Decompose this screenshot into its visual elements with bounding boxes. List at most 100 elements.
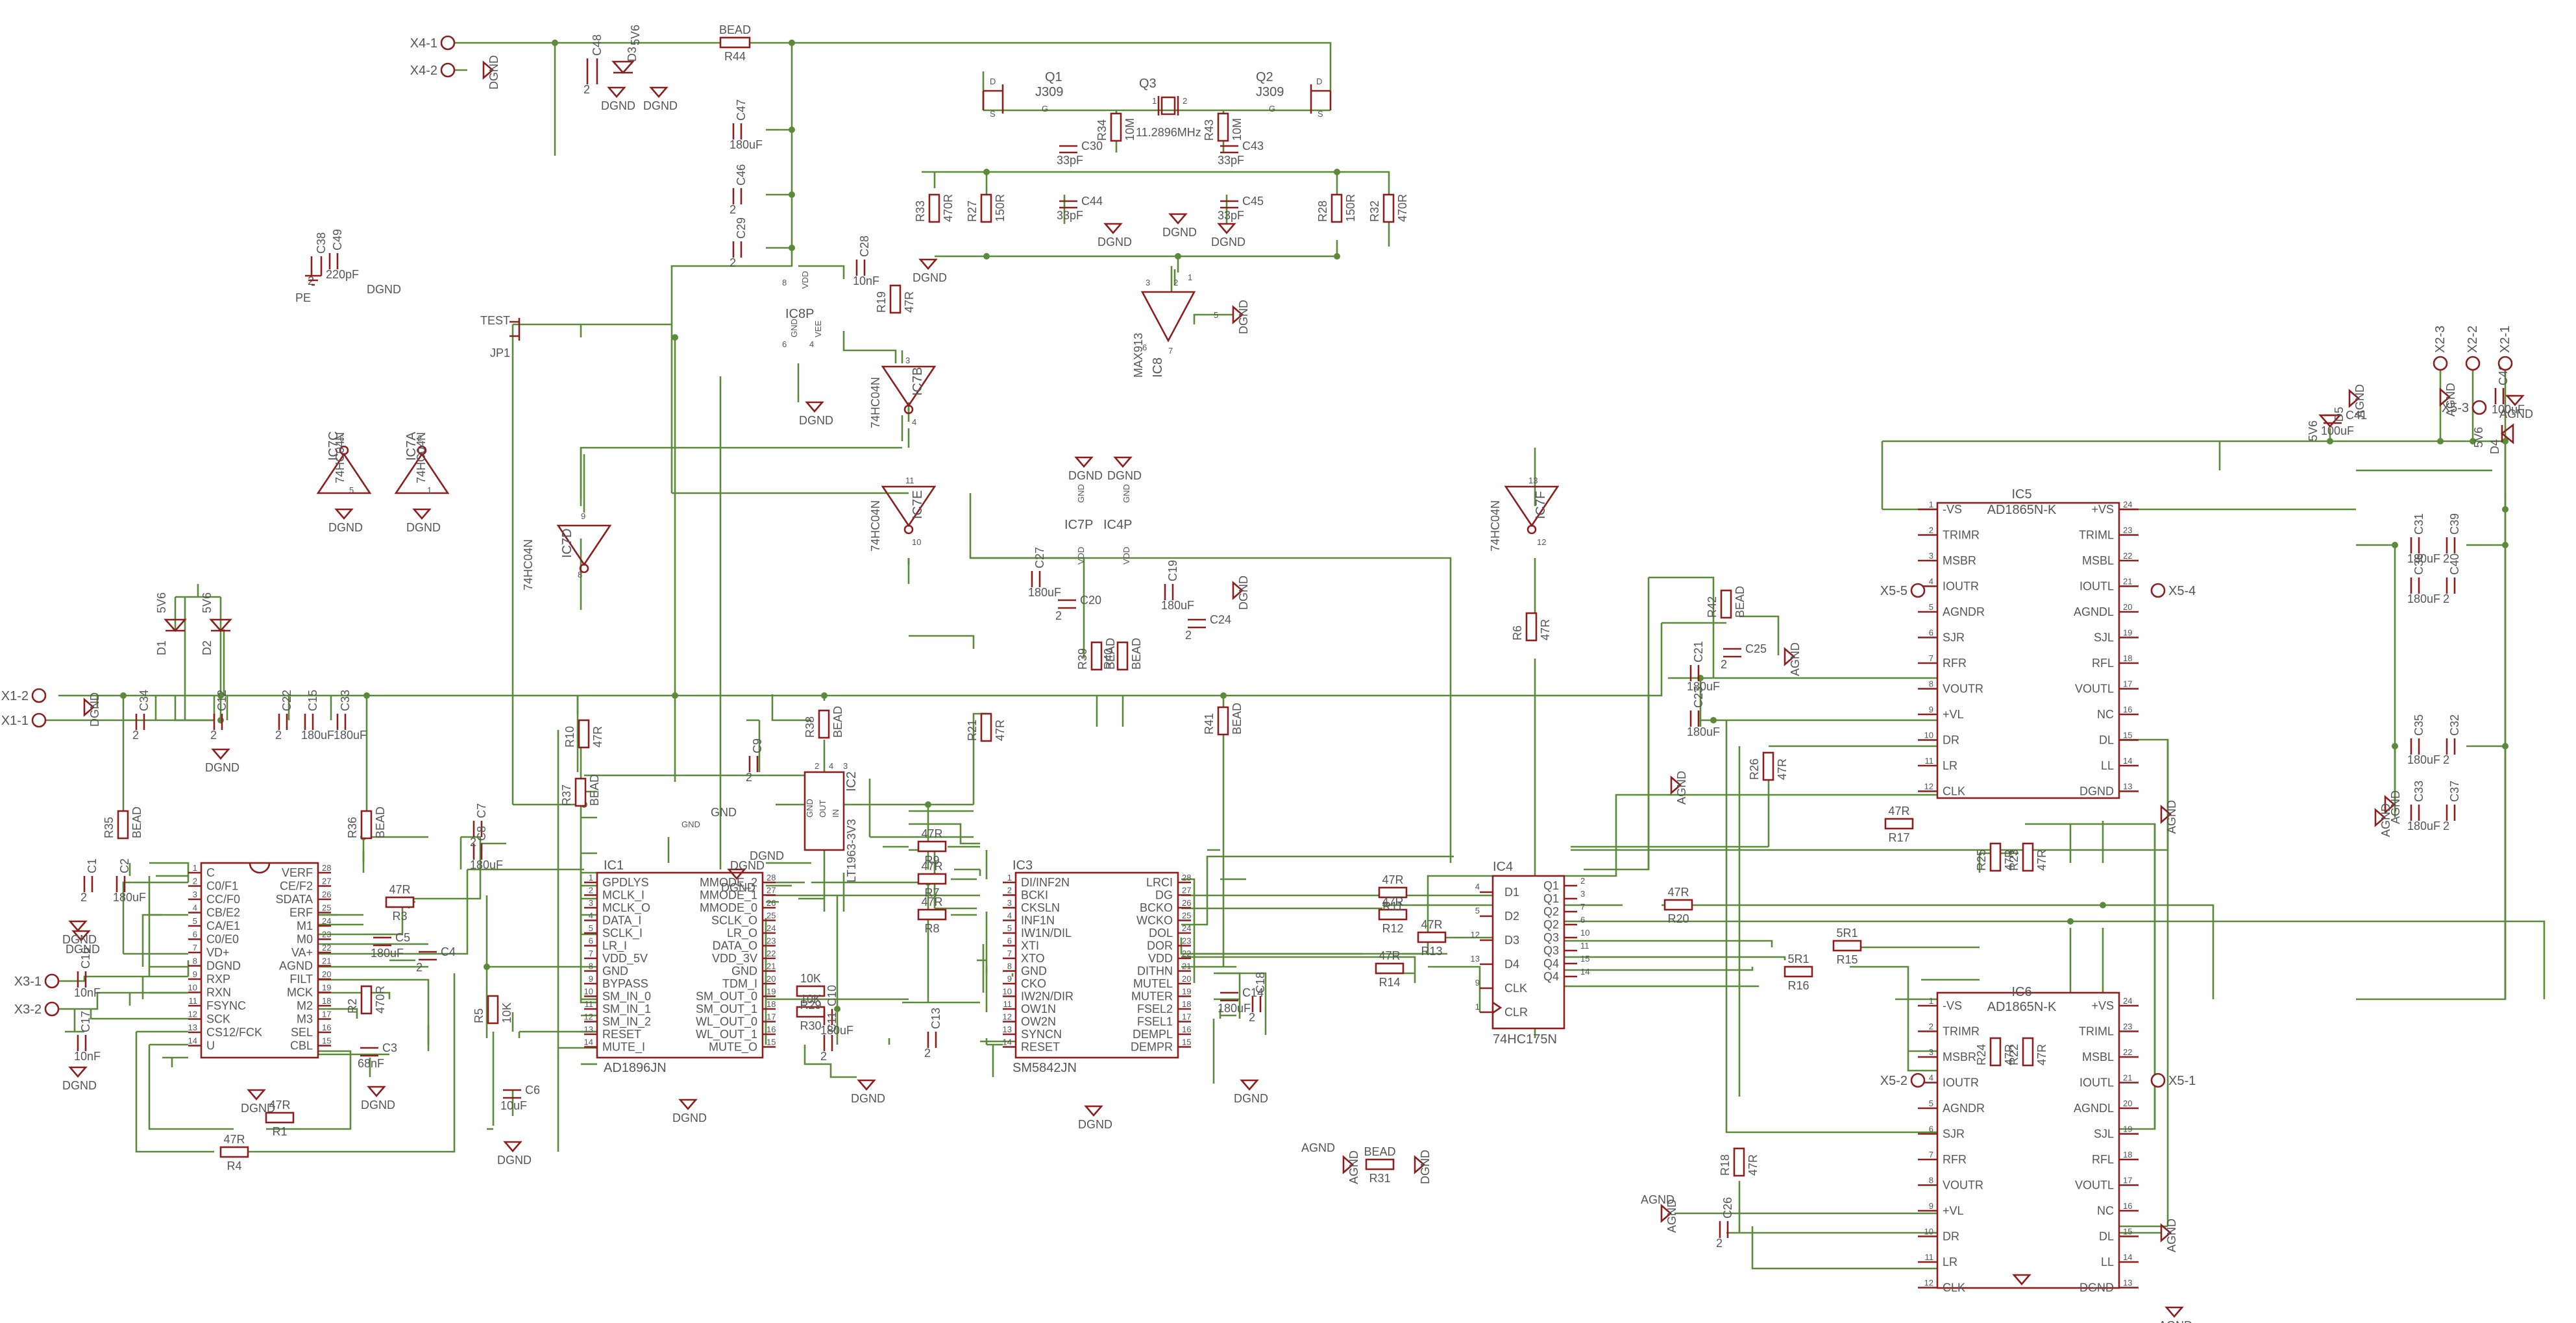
capacitor-value: 2 (2443, 552, 2449, 565)
ic5-pin-number: 6 (1929, 628, 1933, 638)
ic1-pin-number: 2 (589, 886, 593, 895)
resistor-value: 47R (1667, 886, 1689, 899)
ic1-pin-number: 1 (589, 873, 593, 882)
ic5-pin-name: VOUTR (1943, 683, 1983, 696)
ground-symbol: DGND (1162, 213, 1197, 239)
capacitor-ref: C25 (1745, 642, 1767, 655)
inverter-pin-number: 6 (339, 433, 344, 443)
ic4-pin-name: Q2 (1543, 918, 1559, 931)
connector-x5-5[interactable]: X5-5 (1880, 583, 1926, 598)
connector-x2-2[interactable]: X2-2 (2465, 326, 2481, 371)
ground-label: DGND (62, 1079, 97, 1092)
ic4-pin-number: 11 (1580, 941, 1589, 951)
connector-x2-1[interactable]: X2-1 (2497, 326, 2513, 371)
ic3-pin-name: RESET (1021, 1041, 1060, 1054)
ic3-pin-name: BCKO (1140, 901, 1173, 914)
ground-label: AGND (1641, 1193, 1674, 1206)
ground-label: DGND (799, 414, 833, 427)
ic4-pin-number: 13 (1471, 954, 1480, 964)
capacitor-ref: C26 (1721, 1197, 1734, 1219)
capacitor-ref: C16 (79, 947, 92, 969)
capacitor-ref: C21 (1692, 641, 1705, 662)
resistor-ref: R5 (472, 1008, 485, 1023)
capacitor-ref: C47 (735, 99, 748, 121)
ic2-pin-name: OUT (818, 800, 828, 818)
capacitor-ref: C36 (2412, 553, 2425, 575)
q1-ref: Q1 (1045, 70, 1062, 84)
ground-symbol: DGND (497, 1141, 532, 1167)
connector-x5-2[interactable]: X5-2 (1880, 1073, 1926, 1088)
connector-x1-1[interactable]: X1-1 (1, 712, 47, 728)
ground-label: AGND (2165, 800, 2178, 834)
ic3-pin-number: 10 (1003, 987, 1012, 997)
resistor-ref: R21 (966, 720, 979, 741)
ic6-pin-number: 14 (2123, 1252, 2132, 1262)
ic6-pin-number: 9 (1929, 1201, 1933, 1211)
connector-x5-3[interactable]: X5-3 (2442, 400, 2487, 415)
connector-x5-1[interactable]: X5-1 (2150, 1073, 2196, 1088)
connector-x4-1[interactable]: X4-1 (410, 35, 456, 51)
ic1-pin-name: SM_OUT_1 (696, 1002, 757, 1016)
ic8-pin-number: 2 (1173, 278, 1178, 287)
ground-label: GND (711, 806, 737, 819)
ic4-pin-name: Q2 (1543, 905, 1559, 918)
resistor-value: 10K (800, 993, 821, 1006)
capacitor-value: 180uF (2407, 552, 2440, 565)
capacitor-ref: C11 (826, 1012, 839, 1032)
ic9-pin-name: U (206, 1039, 215, 1052)
connectors[interactable]: X4-1X4-2X1-2X1-1X3-1X3-2 X5-5 X5-4X5-2 X5-1… (1, 35, 2513, 1088)
ic3-pin-name: INF1N (1021, 914, 1055, 927)
ic1-pin-number: 15 (767, 1038, 776, 1047)
ground-label: AGND (2444, 383, 2457, 417)
ic3-value: SM5842JN (1012, 1061, 1077, 1075)
logic-gates (316, 291, 1560, 574)
ic9-pin-number: 7 (193, 943, 197, 953)
connector-x1-2[interactable]: X1-2 (1, 688, 47, 703)
ic4-pin-number: 12 (1471, 930, 1480, 940)
ic5-pin-name: MSBR (1943, 554, 1976, 567)
ic1-pin-number: 16 (767, 1025, 776, 1034)
ground-label: DGND (205, 761, 239, 774)
ic5-pin-name: AGNDL (2074, 605, 2114, 618)
ic1-pin-name: MCLK_I (602, 889, 644, 903)
ic2-ref: IC2 (844, 771, 859, 792)
capacitor-ref: C40 (2448, 553, 2461, 575)
ic2-pin-number: 2 (815, 761, 819, 771)
ic3-pin-number: 1 (1007, 873, 1012, 882)
resistor-value: 47R (389, 883, 410, 896)
resistor-value: BEAD (130, 807, 143, 838)
connector-label: X1-2 (1, 689, 29, 703)
ic9-pin-number: 11 (189, 996, 198, 1006)
ic6-pin-name: DL (2099, 1230, 2114, 1243)
ic5-pin-number: 15 (2123, 731, 2132, 740)
capacitor-value: 10nF (74, 986, 101, 999)
inverter-pin-number: 2 (417, 433, 422, 443)
connector-x2-3[interactable]: X2-3 (2433, 326, 2448, 371)
connector-x3-2[interactable]: X3-2 (14, 1001, 60, 1017)
resistor-value: 47R (1382, 873, 1403, 886)
ic1-pin-name: SM_IN_2 (602, 1015, 651, 1029)
ic6-pin-name: AGNDL (2074, 1102, 2114, 1115)
connector-x3-1[interactable]: X3-1 (14, 973, 60, 989)
capacitor-ref: C24 (1210, 613, 1231, 626)
capacitor-ref: C18 (1254, 972, 1267, 993)
ic3-pin-name: CKO (1021, 977, 1046, 990)
ground-symbol: AGND (1670, 771, 1688, 805)
resistor-ref: R17 (1888, 831, 1909, 844)
connector-x4-2[interactable]: X4-2 (410, 62, 456, 78)
ic3-pin-name: BCKI (1021, 889, 1048, 902)
connector-x5-4[interactable]: X5-4 (2150, 583, 2196, 598)
ic8-value: MAX913 (1132, 333, 1145, 378)
ic6-pin-number: 23 (2123, 1022, 2132, 1032)
ic5-pin-number: 14 (2123, 756, 2132, 766)
ic3-pin-number: 2 (1007, 886, 1012, 895)
capacitor-value: 2 (1721, 658, 1727, 671)
ic3-pin-name: DI/INF2N (1021, 876, 1070, 889)
ic6-pin-name: VOUTR (1943, 1179, 1983, 1192)
ic3-pin-number: 13 (1003, 1025, 1012, 1034)
inverter-value: 74HC04N (522, 539, 535, 590)
